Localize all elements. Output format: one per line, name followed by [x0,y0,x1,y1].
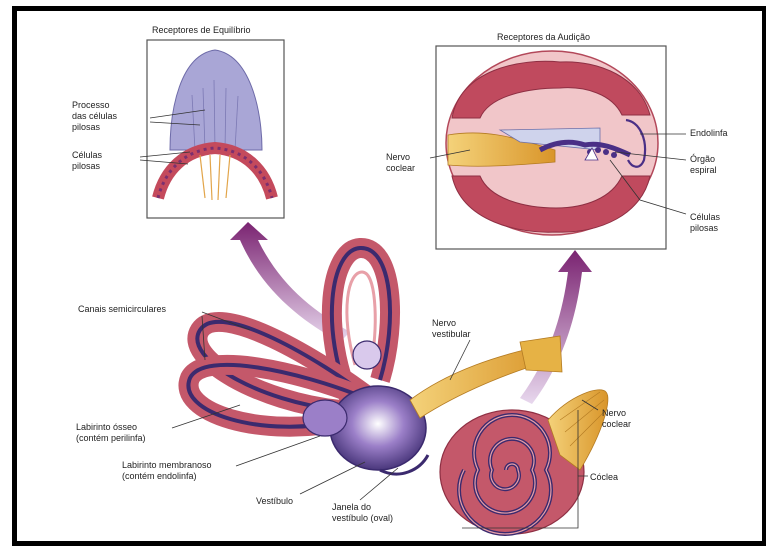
label-canais-semicirculares: Canais semicirculares [78,304,166,315]
label-nervo-vestibular: Nervo vestibular [432,318,471,340]
label-janela-vestibulo: Janela do vestíbulo (oval) [332,502,393,524]
label-orgao-espiral: Órgão espiral [690,154,717,176]
label-nervo-coclear-ear: Nervo coclear [602,408,631,430]
label-celulas-pilosas-balance: Células pilosas [72,150,102,172]
ampulla [303,400,347,436]
balance-receptor-panel [147,40,284,218]
label-coclea: Cóclea [590,472,618,483]
label-labirinto-membranoso: Labirinto membranoso (contém endolinfa) [122,460,212,482]
label-labirinto-osseo: Labirinto ósseo (contém perilinfa) [76,422,146,444]
label-vestibulo: Vestíbulo [256,496,293,507]
label-endolinfa: Endolinfa [690,128,728,139]
inner-ear-labyrinth [188,248,607,534]
label-processo-celulas-pilosas: Processo das células pilosas [72,100,117,133]
hearing-receptor-panel [436,46,666,249]
arrow-to-hearing [520,250,592,404]
balance-receptors-title: Receptores de Equilíbrio [152,25,251,36]
hearing-receptors-title: Receptores da Audição [497,32,590,43]
label-nervo-coclear-panel: Nervo coclear [386,152,415,174]
label-celulas-pilosas-hearing: Células pilosas [690,212,720,234]
